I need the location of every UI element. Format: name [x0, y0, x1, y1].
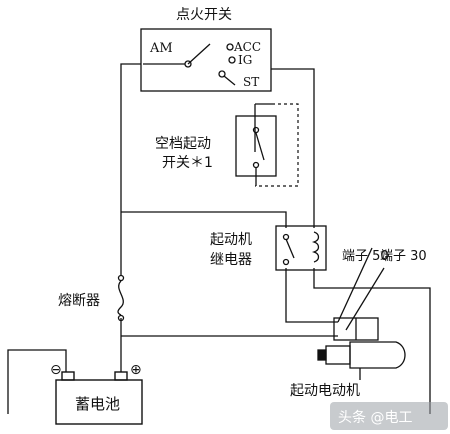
wire-st-to-relay	[271, 68, 315, 228]
neutral-contact-top	[252, 126, 260, 134]
battery-negative-symbol: ⊖	[50, 362, 62, 378]
battery	[55, 371, 143, 425]
starter-pinion-housing	[325, 345, 351, 365]
st-contact	[218, 70, 226, 78]
neutral-start-switch	[235, 115, 277, 186]
starter-motor-body	[349, 341, 406, 369]
wire-relay-to-terminal50	[285, 268, 338, 323]
ignition-switch-blade	[187, 43, 211, 65]
am-label: AM	[149, 41, 173, 56]
wire-am-to-fuse	[120, 63, 141, 275]
ignition-switch	[140, 28, 272, 92]
neutral-contact-bottom	[252, 161, 260, 169]
wire-junction-to-relay	[121, 211, 287, 228]
ig-label: IG	[238, 53, 252, 67]
fuse-top-terminal	[117, 274, 125, 282]
relay-label-1: 起动机	[210, 232, 252, 248]
battery-positive-symbol: ⊕	[130, 362, 142, 378]
neutral-switch-label-2: 开关＊1	[162, 155, 213, 171]
relay-contact-bottom	[282, 258, 290, 266]
starter-motor-label: 起动电动机	[290, 383, 360, 399]
fuse	[117, 274, 125, 322]
fuse-element	[117, 280, 124, 316]
starter-motor	[317, 317, 406, 380]
relay-box	[275, 225, 327, 271]
starter-relay	[275, 225, 327, 271]
watermark-bg	[330, 402, 448, 430]
fuse-label: 熔断器	[58, 293, 100, 309]
neutral-switch-label-1: 空档起动	[155, 136, 211, 152]
relay-contact-top	[282, 233, 290, 241]
neutral-bypass-dashed	[255, 103, 299, 187]
fuse-bottom-terminal	[117, 314, 125, 322]
battery-label: 蓄电池	[75, 395, 120, 413]
terminal-50-leader	[337, 247, 373, 323]
terminal-30-leader	[345, 267, 385, 331]
watermark: 头条 @电工	[330, 402, 448, 430]
ignition-switch-title: 点火开关	[176, 7, 232, 23]
starter-pinion	[317, 349, 327, 361]
relay-switch-blade	[285, 238, 295, 259]
ignition-switch-box	[140, 28, 272, 92]
battery-positive-post	[114, 371, 128, 381]
st-internal-lead	[223, 75, 236, 86]
relay-label-2: 继电器	[210, 252, 252, 268]
neutral-switch-blade	[255, 132, 265, 161]
watermark-text: 头条 @电工	[338, 409, 412, 426]
acc-label: ACC	[233, 40, 261, 54]
battery-box	[55, 379, 143, 425]
terminal-50-label: 端子 50	[342, 249, 389, 264]
battery-negative-post	[61, 371, 75, 381]
relay-coil	[311, 231, 320, 263]
wire-battery-negative	[7, 349, 67, 414]
acc-contact	[226, 43, 234, 51]
st-label: ST	[243, 75, 259, 89]
wiring	[7, 63, 431, 414]
ig-contact	[228, 56, 236, 64]
terminal-30-label: 端子 30	[380, 249, 427, 264]
